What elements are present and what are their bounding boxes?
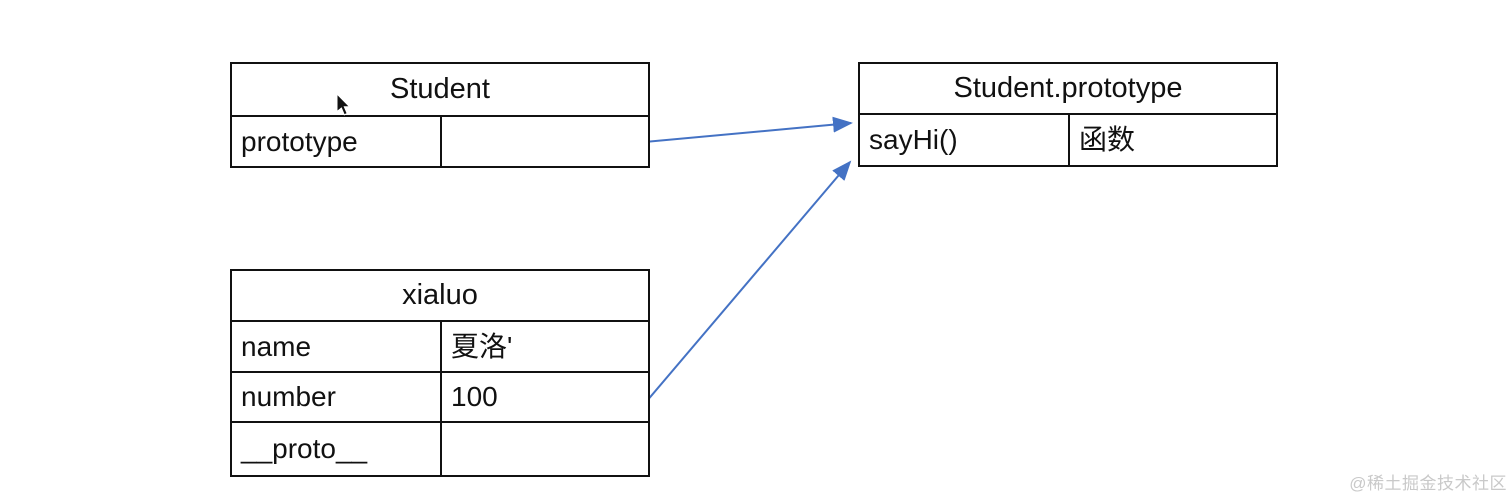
proto-key-cell: __proto__ — [232, 423, 442, 475]
watermark: @稀土掘金技术社区 — [1349, 474, 1507, 493]
xialuo-row-name: name 夏洛' — [232, 322, 648, 373]
student-row-prototype: prototype — [232, 117, 648, 166]
student-table: Student prototype — [230, 62, 650, 168]
xialuo-row-number: number 100 — [232, 373, 648, 423]
student-prototype-table-title: Student.prototype — [860, 64, 1276, 115]
xialuo-table: xialuo name 夏洛' number 100 __proto__ — [230, 269, 650, 477]
name-key-cell: name — [232, 322, 442, 371]
number-value-cell: 100 — [451, 381, 498, 412]
proto-value-cell — [442, 423, 648, 475]
student-prototype-table: Student.prototype sayHi() 函数 — [858, 62, 1278, 167]
student-table-title: Student — [232, 64, 648, 117]
name-value-cell: 夏洛' — [451, 330, 513, 362]
sayhi-key-cell: sayHi() — [860, 115, 1070, 165]
number-key-cell: number — [232, 373, 442, 421]
student-prototype-key-cell: prototype — [232, 117, 442, 166]
sayhi-value-cell: 函数 — [1079, 124, 1136, 155]
xialuo-row-proto: __proto__ — [232, 423, 648, 475]
student-prototype-value-cell — [442, 117, 648, 166]
student-prototype-row-sayhi: sayHi() 函数 — [860, 115, 1276, 165]
xialuo-table-title: xialuo — [232, 271, 648, 322]
